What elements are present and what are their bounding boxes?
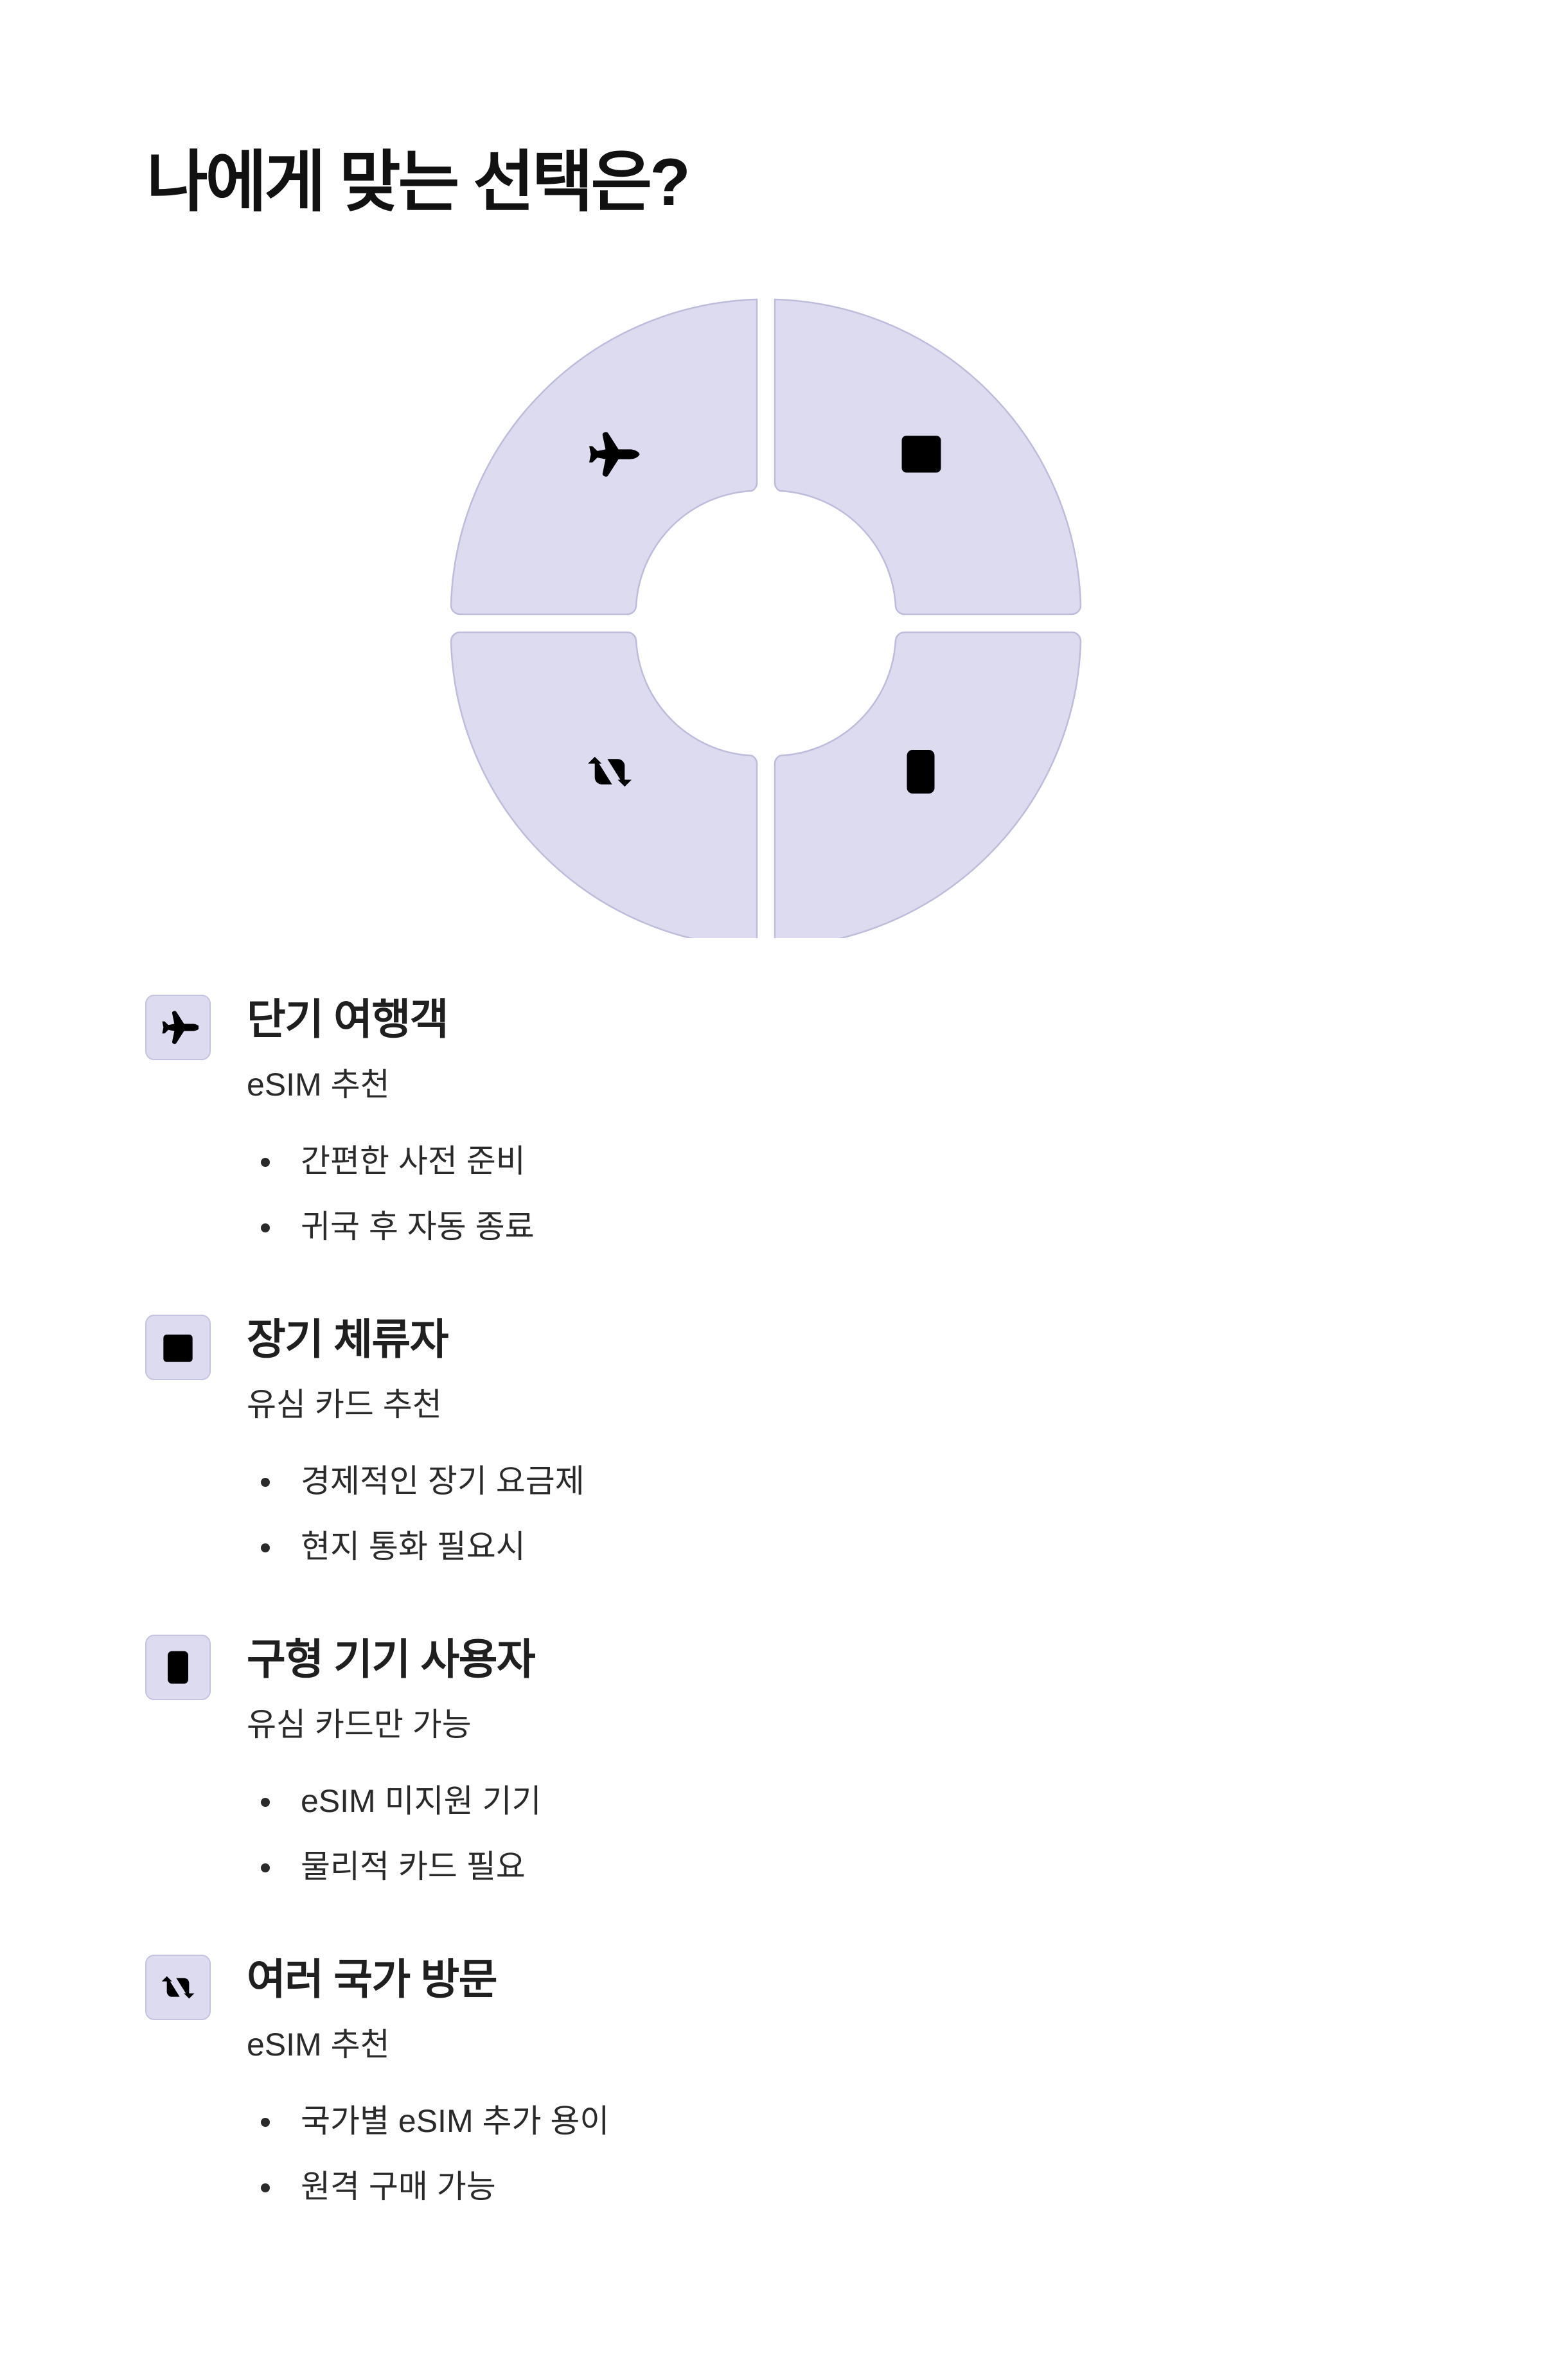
calendar-icon — [157, 1327, 199, 1368]
persona-recommendation: eSIM 추천 — [247, 2027, 390, 2063]
persona-points: 국가별 eSIM 추가 용이 원격 구매 가능 — [247, 2088, 609, 2219]
list-item: 간편한 사전 준비 — [247, 1128, 535, 1194]
persona-recommendation: eSIM 추천 — [247, 1067, 390, 1103]
list-item: 물리적 카드 필요 — [247, 1834, 541, 1899]
persona-wheel-diagram — [443, 293, 1088, 938]
calendar-icon — [901, 431, 941, 473]
persona-recommendation: 유심 카드만 가능 — [247, 1707, 472, 1743]
persona-wheel-svg — [450, 298, 1082, 938]
list-item: 원격 구매 가능 — [247, 2154, 609, 2219]
persona-badge — [145, 1955, 211, 2020]
persona-recommendation: 유심 카드 추천 — [247, 1387, 442, 1423]
wheel-segment-bottom-right[interactable] — [774, 631, 1082, 938]
persona-title: 단기 여행객 — [247, 995, 448, 1043]
persona-title: 구형 기기 사용자 — [247, 1635, 536, 1683]
list-item: 국가별 eSIM 추가 용이 — [247, 2088, 609, 2154]
persona-points: eSIM 미지원 기기 물리적 카드 필요 — [247, 1768, 541, 1899]
device-chip-icon — [903, 749, 938, 794]
airplane-icon — [157, 1007, 199, 1048]
persona-title: 장기 체류자 — [247, 1315, 448, 1363]
list-item: 현지 통화 필요시 — [247, 1514, 585, 1579]
list-item: 귀국 후 자동 종료 — [247, 1194, 535, 1259]
persona-badge — [145, 1315, 211, 1380]
persona-badge — [145, 995, 211, 1060]
list-item: 경제적인 장기 요금제 — [247, 1448, 585, 1514]
persona-title: 여러 국가 방문 — [247, 1955, 498, 2003]
list-item: eSIM 미지원 기기 — [247, 1768, 541, 1834]
device-chip-icon — [157, 1647, 199, 1688]
persona-badge — [145, 1635, 211, 1700]
persona-points: 간편한 사전 준비 귀국 후 자동 종료 — [247, 1128, 535, 1259]
page-title: 나에게 맞는 선택은? — [146, 145, 691, 220]
persona-points: 경제적인 장기 요금제 현지 통화 필요시 — [247, 1448, 585, 1579]
wheel-segment-bottom-left[interactable] — [450, 631, 758, 938]
wheel-segment-top-right[interactable] — [774, 298, 1082, 616]
repeat-arrows-icon — [157, 1967, 199, 2008]
wheel-segment-top-left[interactable] — [450, 298, 758, 616]
